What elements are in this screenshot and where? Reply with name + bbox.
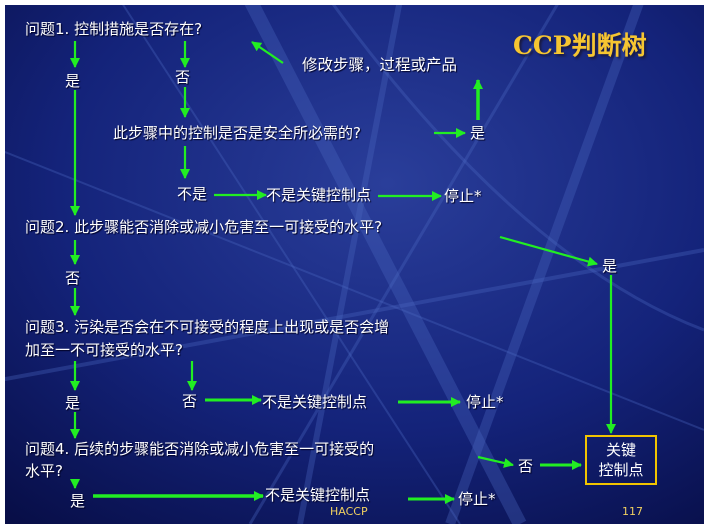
stop-label-2: 停止* [466, 393, 504, 411]
ccp-box-line-2: 控制点 [598, 461, 644, 479]
q4-no-label: 否 [518, 457, 534, 475]
question-4-line-2: 水平? [25, 462, 63, 480]
question-4-line-1: 问题4. 后续的步骤能否消除或减小危害至一可接受的 [25, 440, 375, 458]
slide-title: CCP判断树 [513, 31, 647, 60]
q3-yes-label: 是 [65, 394, 81, 412]
stop-label-1: 停止* [444, 187, 482, 205]
question-3-line-2: 加至一不可接受的水平? [25, 341, 183, 359]
necessary-no-label: 不是 [177, 185, 208, 203]
q1-yes-label: 是 [65, 72, 81, 90]
not-ccp-label-2: 不是关键控制点 [262, 393, 368, 411]
q2-no-label: 否 [65, 269, 81, 287]
footer-page-number: 117 [622, 505, 643, 518]
necessary-yes-label: 是 [470, 124, 486, 142]
q4-yes-label: 是 [70, 492, 86, 510]
question-3-line-1: 问题3. 污染是否会在不可接受的程度上出现或是否会增 [25, 318, 390, 336]
ccp-box-line-1: 关键 [605, 441, 636, 459]
q1-no-label: 否 [175, 68, 191, 86]
not-ccp-label-3: 不是关键控制点 [265, 486, 371, 504]
q3-no-label: 否 [182, 392, 198, 410]
ccp-box: 关键 控制点 [585, 435, 657, 485]
stop-label-3: 停止* [458, 490, 496, 508]
question-1: 问题1. 控制措施是否存在? [25, 20, 203, 38]
modify-step-label: 修改步骤，过程或产品 [302, 56, 458, 74]
control-necessary-question: 此步骤中的控制是否是安全所必需的? [113, 124, 361, 142]
question-2: 问题2. 此步骤能否消除或减小危害至一可接受的水平? [25, 218, 383, 236]
q2-yes-label: 是 [602, 257, 618, 275]
not-ccp-label-1: 不是关键控制点 [266, 186, 372, 204]
footer-center-text: HACCP [330, 505, 368, 518]
